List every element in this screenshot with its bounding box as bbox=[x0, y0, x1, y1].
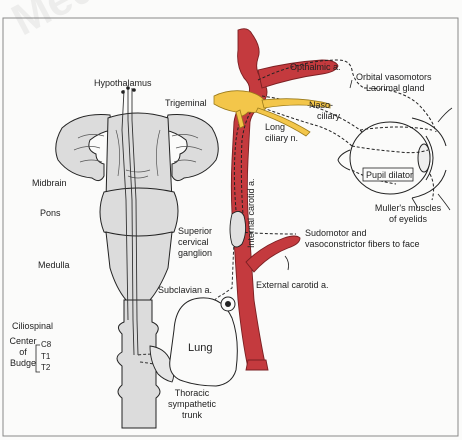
thoracic-trunk-label-2: sympathetic bbox=[162, 399, 222, 409]
hypothalamus-label: Hypothalamus bbox=[94, 78, 152, 88]
eye-lens bbox=[418, 144, 430, 172]
midbrain-label: Midbrain bbox=[32, 178, 67, 188]
long-ciliary-label-1: Long bbox=[265, 122, 285, 132]
external-carotid-label: External carotid a. bbox=[256, 280, 329, 290]
thoracic-trunk-label-3: trunk bbox=[162, 410, 222, 420]
ophthalmic-artery-label: Opthalmic a. bbox=[290, 62, 341, 72]
t1-label: T1 bbox=[41, 352, 50, 362]
orbital-vasomotors-label: Orbital vasomotors bbox=[356, 72, 432, 82]
superior-cervical-label-3: ganglion bbox=[178, 248, 212, 258]
pupil-dilator-label: Pupil dilator bbox=[366, 170, 413, 180]
subclavian-artery-section bbox=[221, 297, 235, 311]
sudomotor-label-2: vasoconstrictor fibers to face bbox=[305, 239, 420, 249]
sudomotor-label-1: Sudomotor and bbox=[305, 228, 367, 238]
eye bbox=[338, 108, 452, 210]
superior-cervical-label-1: Superior bbox=[178, 226, 212, 236]
pons bbox=[100, 188, 178, 237]
long-ciliary-label-2: ciliary n. bbox=[265, 133, 298, 143]
lung-label: Lung bbox=[188, 343, 212, 353]
optic-nerve bbox=[338, 150, 350, 170]
midbrain-lobes bbox=[56, 115, 112, 181]
subclavian-label: Subclavian a. bbox=[158, 285, 212, 295]
superior-cervical-label-2: cervical bbox=[178, 237, 209, 247]
nasociliary-label-1: Naso- bbox=[309, 100, 333, 110]
internal-carotid-label: Internal carotid a. bbox=[246, 178, 256, 248]
thoracic-trunk-label-1: Thoracic bbox=[162, 388, 222, 398]
of-label: of bbox=[8, 347, 38, 357]
center-label: Center bbox=[8, 336, 38, 346]
lacrimal-gland-label: Lacrimal gland bbox=[366, 83, 425, 93]
mullers-muscles-label-2: of eyelids bbox=[365, 214, 451, 224]
c8-label: C8 bbox=[41, 340, 51, 350]
budge-label: Budge bbox=[8, 358, 38, 368]
pons-label: Pons bbox=[40, 208, 61, 218]
t2-label: T2 bbox=[41, 363, 50, 373]
medulla-label: Medulla bbox=[38, 260, 70, 270]
trigeminal-label: Trigeminal bbox=[165, 98, 207, 108]
nasociliary-label-2: ciliary bbox=[317, 111, 340, 121]
superior-cervical-ganglion bbox=[230, 211, 246, 247]
ciliospinal-label: Ciliospinal bbox=[12, 321, 53, 331]
mullers-muscles-label-1: Muller's muscles bbox=[365, 203, 451, 213]
